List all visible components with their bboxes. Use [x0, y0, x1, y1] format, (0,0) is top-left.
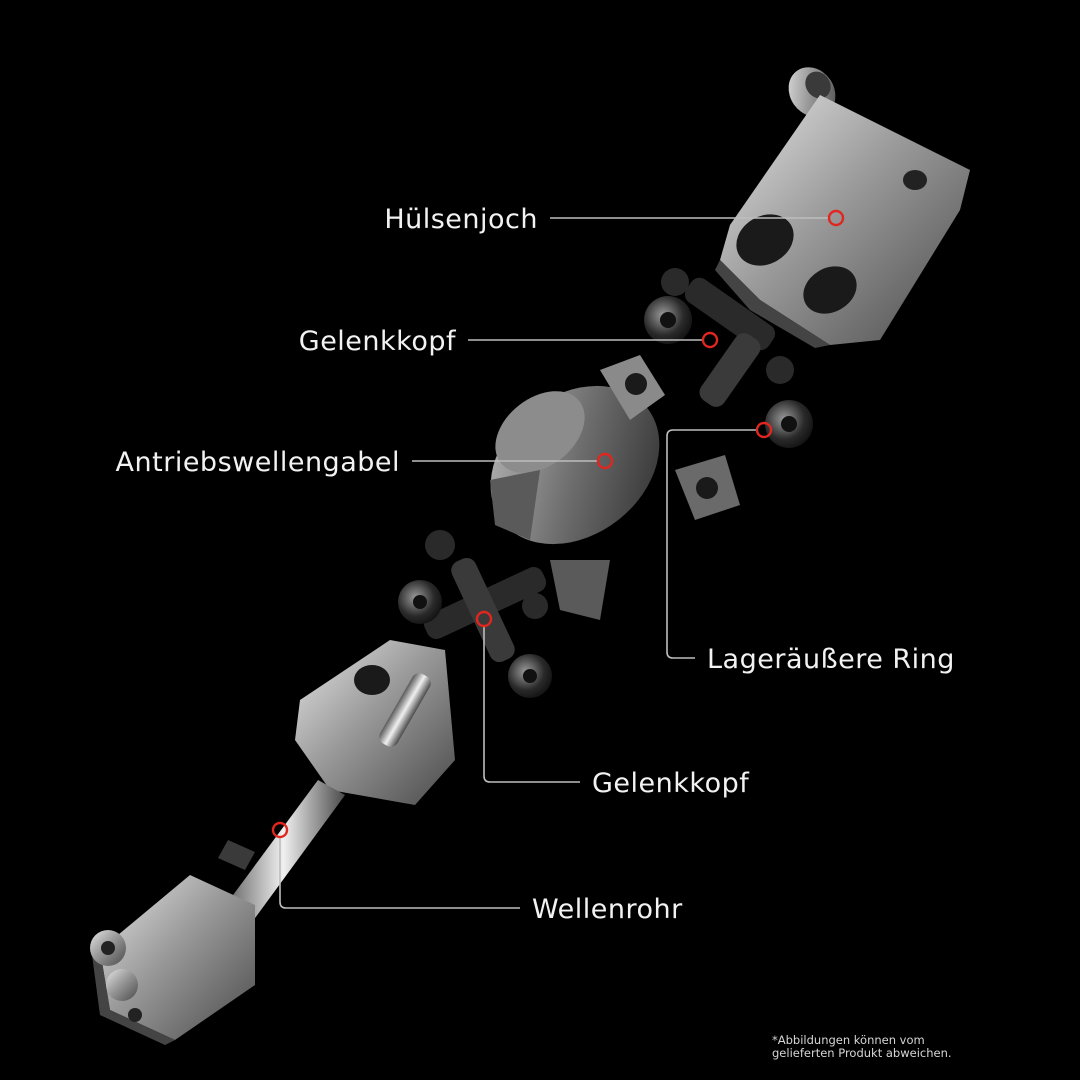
part-labels: Hülsenjoch Gelenkkopf Antriebswellengabe…: [116, 204, 955, 925]
part-cross-joint-bottom: [398, 530, 552, 698]
part-sleeve-yoke: [715, 95, 970, 348]
markers: [271, 209, 845, 839]
disclaimer-line-1: *Abbildungen können vom: [772, 1033, 925, 1047]
marker-sleeve-yoke: [827, 209, 845, 227]
marker-shaft-tube: [271, 821, 289, 839]
leader-lines: [279, 217, 829, 909]
disclaimer-line-2: gelieferten Produkt abweichen.: [772, 1046, 952, 1060]
label-joint-head-bottom: Gelenkkopf: [592, 768, 750, 799]
label-joint-head-top: Gelenkkopf: [299, 326, 457, 357]
disclaimer-note: *Abbildungen können vom gelieferten Prod…: [772, 1034, 1062, 1060]
part-shaft-tube: [218, 780, 345, 925]
label-drive-shaft-fork: Antriebswellengabel: [116, 447, 400, 478]
marker-joint-head-bottom: [475, 610, 493, 628]
part-drive-shaft-fork: [490, 355, 740, 620]
marker-bearing-outer-ring: [755, 421, 773, 439]
part-lower-yoke: [295, 640, 455, 805]
leader-shaft-tube: [279, 837, 520, 909]
part-end-yoke: [90, 875, 255, 1045]
leader-joint-head-bottom: [483, 626, 580, 783]
label-sleeve-yoke: Hülsenjoch: [384, 204, 538, 235]
leader-bearing-outer-ring: [666, 429, 757, 659]
label-shaft-tube: Wellenrohr: [532, 894, 683, 925]
marker-drive-shaft-fork: [596, 452, 614, 470]
marker-joint-head-top: [701, 331, 719, 349]
label-bearing-outer-ring: Lageräußere Ring: [707, 644, 955, 675]
part-cross-joint-top: [644, 268, 813, 448]
